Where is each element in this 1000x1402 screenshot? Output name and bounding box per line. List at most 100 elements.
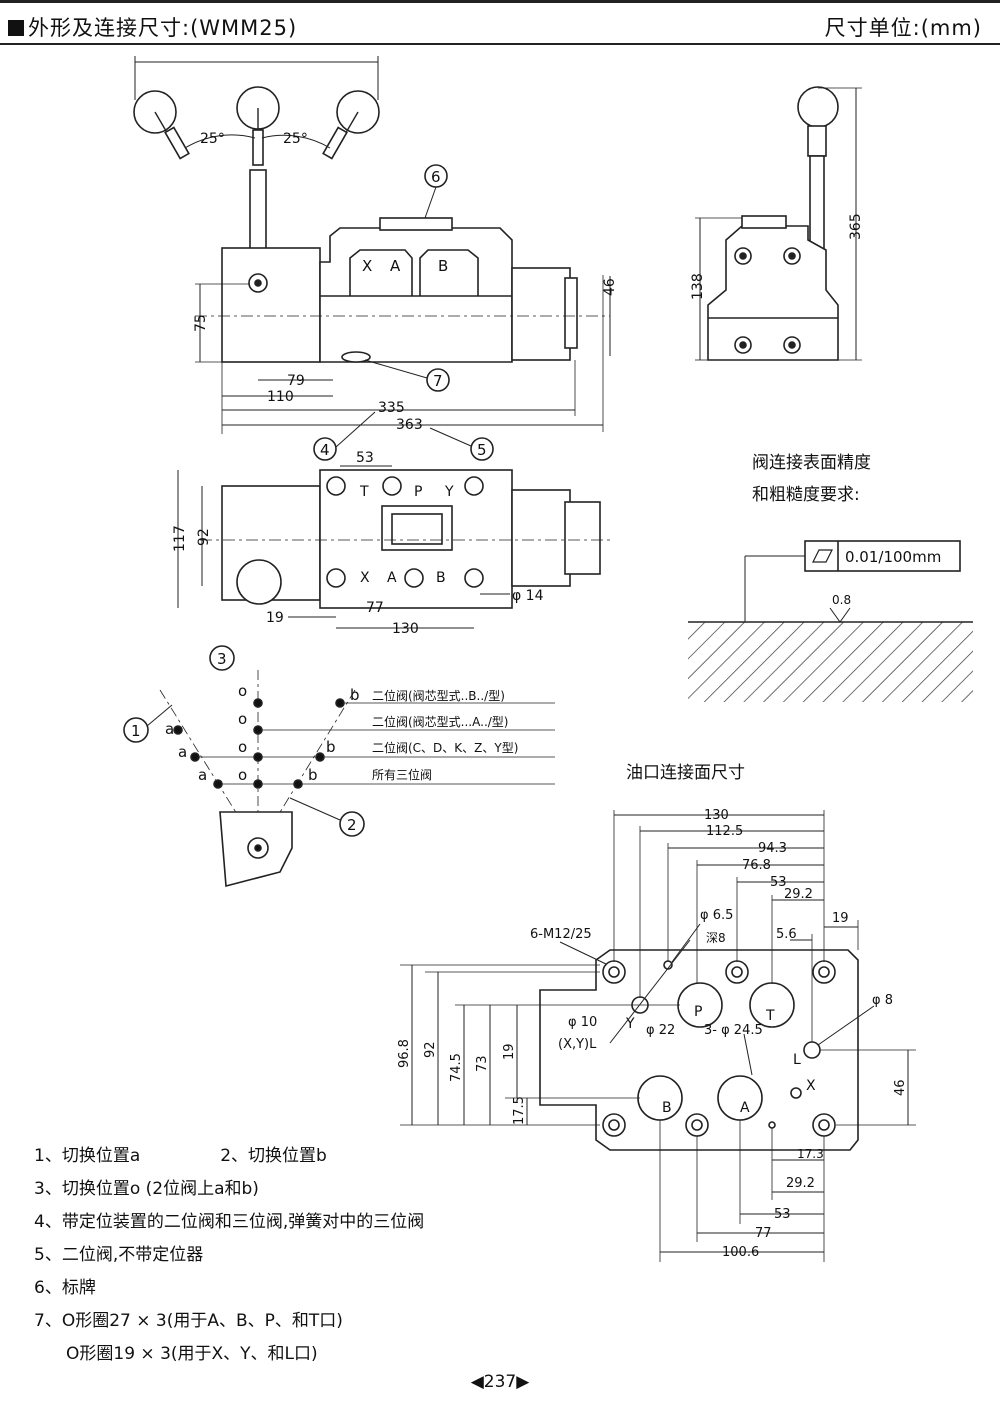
legend-item-2: 2、切换位置b bbox=[220, 1146, 327, 1166]
pf-label-xyl: (X,Y)L bbox=[558, 1037, 597, 1052]
pf-label-phi24.5: 3- φ 24.5 bbox=[704, 1023, 763, 1038]
dim-75: 75 bbox=[193, 314, 209, 332]
callout-7: 7 bbox=[433, 372, 443, 390]
pf-dim-112.5: 112.5 bbox=[706, 824, 743, 839]
legend-item-4: 4、带定位装置的二位阀和三位阀,弹簧对中的三位阀 bbox=[34, 1212, 425, 1232]
pf-dim-76.8: 76.8 bbox=[742, 858, 771, 873]
svg-text:B: B bbox=[438, 257, 448, 275]
dim-335: 335 bbox=[378, 400, 405, 416]
dim-117: 117 bbox=[172, 525, 188, 552]
mark-a-2: a bbox=[178, 743, 187, 761]
dim-363: 363 bbox=[396, 417, 423, 433]
dim-110: 110 bbox=[267, 389, 294, 405]
port-A-top: A bbox=[387, 570, 397, 586]
mark-o-2: o bbox=[238, 710, 247, 728]
port-face: 油口连接面尺寸 P T Y L B A X 130 112.5 94.3 76.… bbox=[397, 763, 916, 1262]
top-view: T P Y X A B 53 117 92 19 77 130 φ 14 bbox=[172, 450, 610, 637]
port-A: A bbox=[740, 1100, 750, 1116]
unit-label: 尺寸单位:(mm) bbox=[824, 16, 982, 40]
position-row-1: 二位阀(阀芯型式..B../型) bbox=[372, 688, 505, 703]
pf-label-phi22: φ 22 bbox=[646, 1023, 675, 1038]
position-row-4: 所有三位阀 bbox=[372, 767, 432, 782]
pf-dim-100.6: 100.6 bbox=[722, 1245, 759, 1260]
dim-365: 365 bbox=[848, 213, 864, 240]
mark-o-4: o bbox=[238, 766, 247, 784]
dim-138: 138 bbox=[690, 273, 706, 300]
roughness-value: 0.8 bbox=[832, 593, 851, 607]
position-row-2: 二位阀(阀芯型式...A../型) bbox=[372, 714, 508, 729]
pf-label-phi10: φ 10 bbox=[568, 1015, 597, 1030]
pf-label-phi6.5: φ 6.5 bbox=[700, 908, 733, 923]
legend-item-7b: O形圈19 × 3(用于X、Y、和L口) bbox=[66, 1344, 318, 1364]
legend-item-5: 5、二位阀,不带定位器 bbox=[34, 1245, 204, 1265]
pf-dim-19a: 19 bbox=[832, 911, 849, 926]
legend-item-3: 3、切换位置o (2位阀上a和b) bbox=[34, 1179, 259, 1199]
position-diagram: 3 o o o o b b b a a a 二位阀(阀芯型式..B../型) 二… bbox=[123, 645, 555, 888]
dim-19-top: 19 bbox=[266, 610, 284, 626]
callout-6: 6 bbox=[431, 168, 441, 186]
flatness-value: 0.01/100mm bbox=[845, 548, 941, 566]
angle-right: 25° bbox=[283, 131, 308, 147]
front-view: 25° 25° X A B 75 79 110 335 363 bbox=[133, 56, 618, 461]
mark-o-3: o bbox=[238, 738, 247, 756]
pf-dim-77: 77 bbox=[755, 1226, 772, 1241]
dim-79: 79 bbox=[287, 373, 305, 389]
pf-dim-5.6: 5.6 bbox=[776, 927, 797, 942]
port-L: L bbox=[793, 1052, 801, 1068]
mark-a-3: a bbox=[198, 766, 207, 784]
pf-label-phi8: φ 8 bbox=[872, 993, 893, 1008]
page-title-text: 外形及连接尺寸:(WMM25) bbox=[28, 16, 298, 40]
pf-dim-94.3: 94.3 bbox=[758, 841, 787, 856]
dim-92-top: 92 bbox=[196, 528, 212, 546]
port-X: X bbox=[806, 1078, 816, 1094]
position-row-3: 二位阀(C、D、K、Z、Y型) bbox=[372, 740, 518, 755]
callout-5: 5 bbox=[477, 441, 487, 459]
mark-o-1: o bbox=[238, 682, 247, 700]
mark-b-1: b bbox=[350, 686, 360, 704]
port-P-top: P bbox=[414, 484, 422, 500]
legend-item-1: 1、切换位置a bbox=[34, 1146, 141, 1166]
callout-4: 4 bbox=[320, 441, 330, 459]
port-B-top: B bbox=[436, 570, 446, 586]
legend-item-6: 6、标牌 bbox=[34, 1278, 96, 1298]
surface-requirement: 阀连接表面精度 和粗糙度要求: 0.01/100mm 0.8 bbox=[688, 453, 973, 702]
header-top-rule bbox=[0, 0, 1000, 3]
port-T: T bbox=[765, 1008, 775, 1024]
port-T-top: T bbox=[359, 484, 369, 500]
pf-dim-17.5: 17.5 bbox=[512, 1096, 527, 1125]
mark-b-2: b bbox=[326, 738, 336, 756]
callout-3: 3 bbox=[217, 650, 227, 668]
header-bottom-rule bbox=[0, 43, 1000, 45]
callout-1: 1 bbox=[131, 722, 141, 740]
pf-dim-17.3: 17.3 bbox=[797, 1147, 824, 1161]
surface-req-line1: 阀连接表面精度 bbox=[752, 453, 871, 473]
legend: 1、切换位置a 2、切换位置b 3、切换位置o (2位阀上a和b) 4、带定位装置… bbox=[34, 1140, 424, 1371]
legend-item-7: 7、O形圈27 × 3(用于A、B、P、和T口) bbox=[34, 1311, 343, 1331]
callout-2: 2 bbox=[347, 816, 357, 834]
legend-row-1-2: 1、切换位置a 2、切换位置b bbox=[34, 1140, 424, 1173]
port-face-title: 油口连接面尺寸 bbox=[626, 763, 745, 783]
side-view: 138 365 bbox=[690, 86, 864, 361]
dim-77-top: 77 bbox=[366, 600, 384, 616]
port-Y: Y bbox=[625, 1016, 635, 1032]
pf-dim-46: 46 bbox=[893, 1079, 908, 1096]
port-P: P bbox=[694, 1004, 702, 1020]
page-header: 外形及连接尺寸:(WMM25) 尺寸单位:(mm) bbox=[0, 0, 1000, 46]
pf-dim-53b: 53 bbox=[774, 1207, 791, 1222]
pf-label-m12: 6-M12/25 bbox=[530, 927, 592, 942]
square-bullet-icon bbox=[8, 20, 24, 36]
mark-a-1: a bbox=[165, 720, 174, 738]
port-B: B bbox=[662, 1100, 672, 1116]
pf-label-depth8: 深8 bbox=[706, 931, 726, 945]
surface-req-line2: 和粗糙度要求: bbox=[752, 485, 860, 505]
dim-46: 46 bbox=[602, 278, 618, 296]
angle-left: 25° bbox=[200, 131, 225, 147]
mark-b-3: b bbox=[308, 766, 318, 784]
pf-dim-74.5: 74.5 bbox=[449, 1053, 464, 1082]
pf-dim-29.2a: 29.2 bbox=[784, 887, 813, 902]
pf-dim-96.8: 96.8 bbox=[397, 1039, 412, 1068]
pf-dim-19b: 19 bbox=[502, 1043, 517, 1060]
pf-dim-73: 73 bbox=[475, 1055, 490, 1072]
svg-text:A: A bbox=[390, 257, 401, 275]
